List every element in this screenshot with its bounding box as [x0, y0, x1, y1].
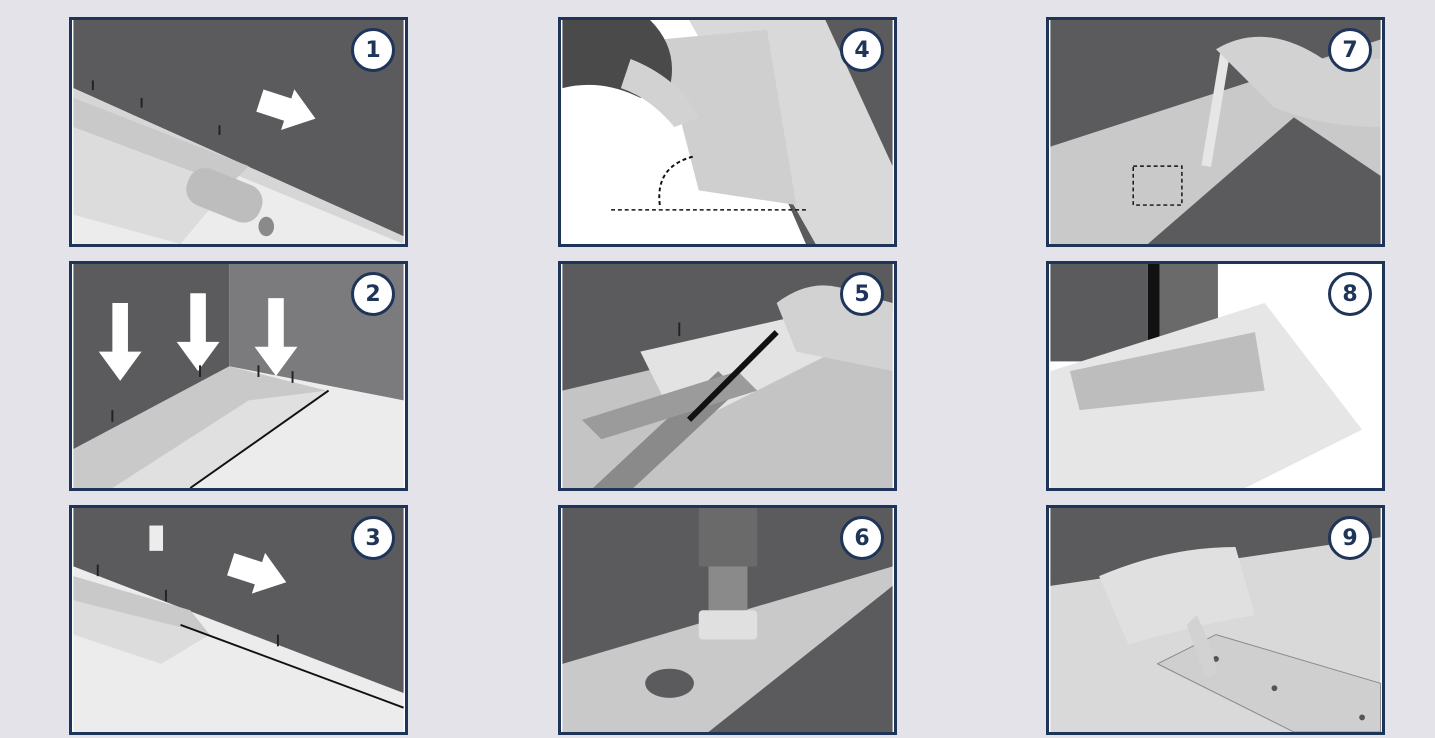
- step-number-badge: 7: [1328, 28, 1372, 72]
- step-panel-7: 7: [1046, 17, 1385, 247]
- step-panel-9: 9: [1046, 505, 1385, 735]
- step-panel-3: 3: [69, 505, 408, 735]
- step-number-badge: 5: [840, 272, 884, 316]
- step-panel-1: 1: [69, 17, 408, 247]
- step-panel-8: 8: [1046, 261, 1385, 491]
- step-number-badge: 1: [351, 28, 395, 72]
- step-panel-6: 6: [558, 505, 897, 735]
- step-panel-4: 4: [558, 17, 897, 247]
- step-number-badge: 4: [840, 28, 884, 72]
- step-panel-2: 2: [69, 261, 408, 491]
- step-panel-5: 5: [558, 261, 897, 491]
- step-number-badge: 3: [351, 516, 395, 560]
- step-number-badge: 8: [1328, 272, 1372, 316]
- step-number-badge: 6: [840, 516, 884, 560]
- step-number-badge: 9: [1328, 516, 1372, 560]
- step-number-badge: 2: [351, 272, 395, 316]
